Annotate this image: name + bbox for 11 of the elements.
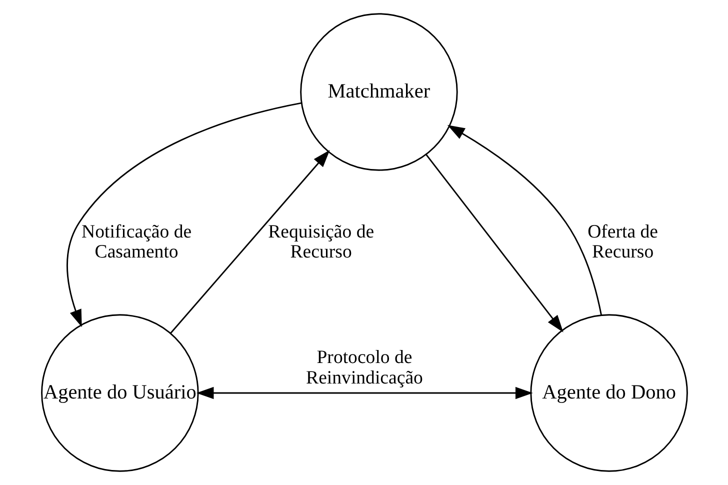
arrow — [66, 102, 301, 328]
edge-label: Notificação de Casamento — [81, 221, 192, 263]
edge-label: Protocolo de Reinvindicação — [306, 347, 422, 388]
node-circle: Agente do Usuário — [40, 314, 198, 472]
arrow — [446, 125, 602, 316]
node-circle: Matchmaker — [300, 13, 458, 171]
arrow — [425, 154, 563, 332]
arrow — [170, 150, 330, 334]
edge-label: Requisição de Recurso — [268, 221, 374, 263]
arrow — [196, 386, 532, 400]
edge-label: Oferta de Recurso — [587, 221, 658, 263]
